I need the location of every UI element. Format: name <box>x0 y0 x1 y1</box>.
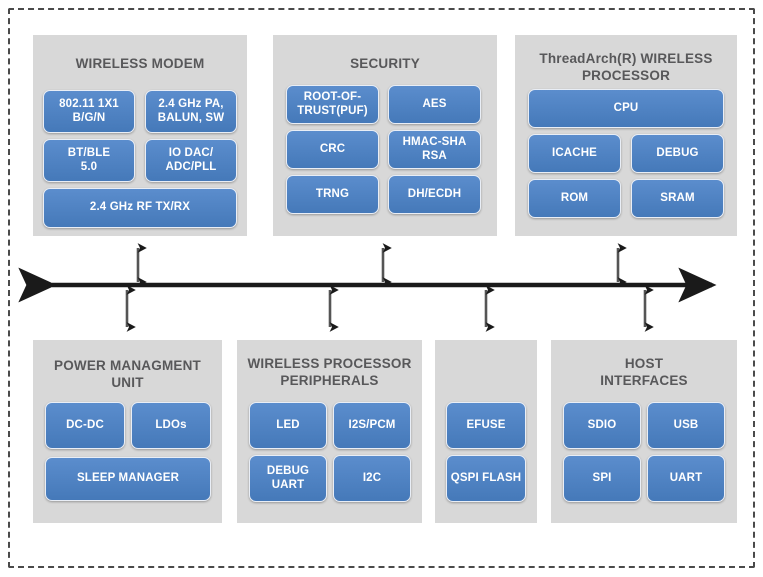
block-root-of-trust-puf[interactable]: ROOT-OF- TRUST(PUF) <box>286 85 379 124</box>
diagram-outer-border <box>8 8 755 568</box>
block-sram[interactable]: SRAM <box>631 179 724 218</box>
block-crc[interactable]: CRC <box>286 130 379 169</box>
block-hmac-sha-rsa[interactable]: HMAC-SHA RSA <box>388 130 481 169</box>
group-wireless-processor-peripherals: WIRELESS PROCESSOR PERIPHERALS LED I2S/P… <box>237 340 422 523</box>
group-title-wireless-processor: ThreadArch(R) WIRELESS PROCESSOR <box>539 51 713 83</box>
group-power-management-unit: POWER MANAGMENT UNIT DC-DC LDOs SLEEP MA… <box>33 340 222 523</box>
block-io-dac-adc-pll[interactable]: IO DAC/ ADC/PLL <box>145 139 237 182</box>
block-cpu[interactable]: CPU <box>528 89 724 128</box>
block-i2c[interactable]: I2C <box>333 455 411 502</box>
block-spi[interactable]: SPI <box>563 455 641 502</box>
block-24ghz-rf-tx-rx[interactable]: 2.4 GHz RF TX/RX <box>43 188 237 228</box>
block-usb[interactable]: USB <box>647 402 725 449</box>
group-security: SECURITY ROOT-OF- TRUST(PUF) AES CRC HMA… <box>273 35 497 236</box>
block-aes[interactable]: AES <box>388 85 481 124</box>
block-dc-dc[interactable]: DC-DC <box>45 402 125 449</box>
block-i2s-pcm[interactable]: I2S/PCM <box>333 402 411 449</box>
block-led[interactable]: LED <box>249 402 327 449</box>
group-wireless-modem: WIRELESS MODEM 802.11 1X1 B/G/N 2.4 GHz … <box>33 35 247 236</box>
group-title-security: SECURITY <box>350 56 420 71</box>
block-trng[interactable]: TRNG <box>286 175 379 214</box>
block-ldos[interactable]: LDOs <box>131 402 211 449</box>
group-title-wireless-modem: WIRELESS MODEM <box>75 56 205 71</box>
group-title-wireless-processor-peripherals: WIRELESS PROCESSOR PERIPHERALS <box>247 356 412 388</box>
block-debug[interactable]: DEBUG <box>631 134 724 173</box>
block-qspi-flash[interactable]: QSPI FLASH <box>446 455 526 502</box>
group-title-host-interfaces: HOST INTERFACES <box>600 356 688 388</box>
block-uart[interactable]: UART <box>647 455 725 502</box>
group-title-memory <box>435 340 537 355</box>
block-icache[interactable]: ICACHE <box>528 134 621 173</box>
group-memory: EFUSE QSPI FLASH <box>435 340 537 523</box>
block-sdio[interactable]: SDIO <box>563 402 641 449</box>
block-debug-uart[interactable]: DEBUG UART <box>249 455 327 502</box>
group-title-power-management-unit: POWER MANAGMENT UNIT <box>54 358 201 390</box>
block-24ghz-pa-balun-sw[interactable]: 2.4 GHz PA, BALUN, SW <box>145 90 237 133</box>
block-rom[interactable]: ROM <box>528 179 621 218</box>
block-sleep-manager[interactable]: SLEEP MANAGER <box>45 457 211 501</box>
block-efuse[interactable]: EFUSE <box>446 402 526 449</box>
group-wireless-processor: ThreadArch(R) WIRELESS PROCESSOR CPU ICA… <box>515 35 737 236</box>
block-bt-ble-50[interactable]: BT/BLE 5.0 <box>43 139 135 182</box>
block-80211-1x1-bgn[interactable]: 802.11 1X1 B/G/N <box>43 90 135 133</box>
group-host-interfaces: HOST INTERFACES SDIO USB SPI UART <box>551 340 737 523</box>
block-dh-ecdh[interactable]: DH/ECDH <box>388 175 481 214</box>
